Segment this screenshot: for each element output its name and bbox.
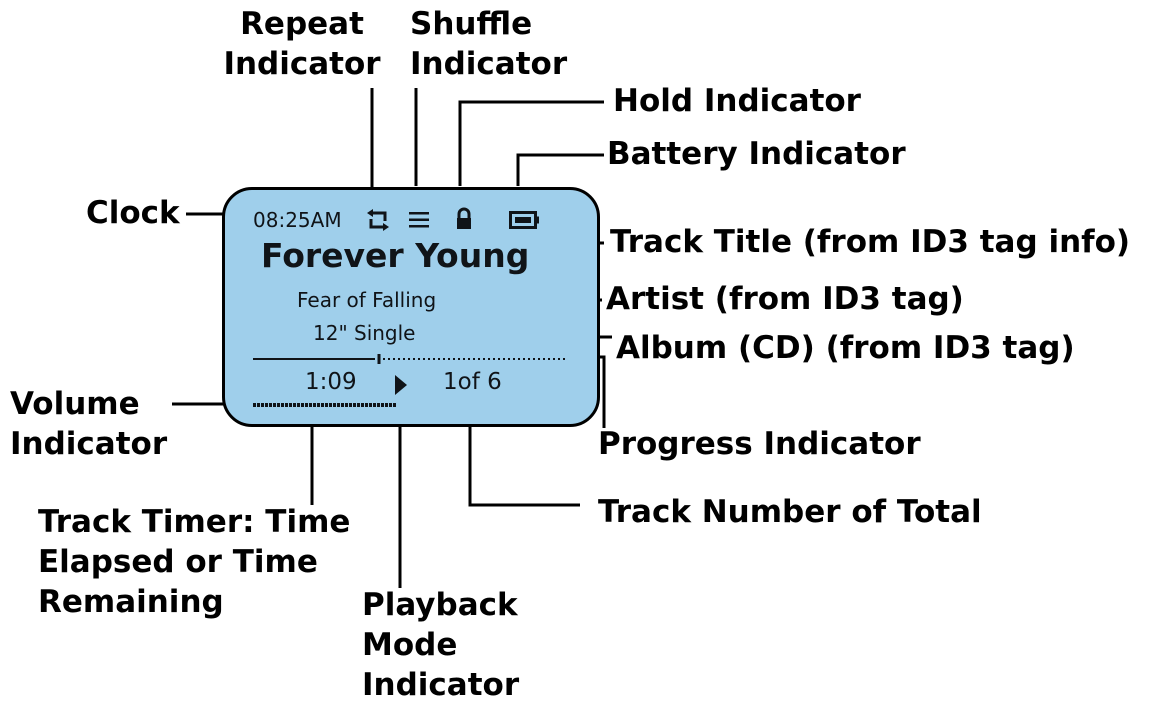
battery-leader	[516, 153, 604, 186]
play-icon	[395, 375, 407, 395]
album-display: 12" Single	[313, 321, 416, 345]
battery-icon	[509, 211, 539, 229]
lock-icon	[457, 207, 471, 229]
lcd-screen: 08:25AM Forever Young Fear of Falling 12…	[222, 187, 600, 427]
track-number-display: 1of 6	[443, 369, 502, 395]
hold-indicator-label: Hold Indicator	[613, 83, 861, 119]
track-number-leader	[468, 392, 580, 507]
battery-indicator-label: Battery Indicator	[607, 136, 906, 172]
progress-indicator-label: Progress Indicator	[598, 426, 921, 462]
album-label: Album (CD) (from ID3 tag)	[616, 330, 1075, 366]
repeat-icon	[367, 209, 389, 231]
volume-bar	[253, 403, 397, 407]
clock-display: 08:25AM	[253, 208, 342, 232]
progress-bar	[253, 354, 568, 364]
hold-leader	[458, 100, 604, 186]
track-title-label: Track Title (from ID3 tag info)	[610, 224, 1131, 260]
clock-label: Clock	[86, 195, 180, 231]
track-title-display: Forever Young	[261, 236, 530, 275]
artist-label: Artist (from ID3 tag)	[606, 281, 964, 317]
shuffle-icon	[409, 212, 429, 228]
track-number-label: Track Number of Total	[598, 494, 982, 530]
artist-display: Fear of Falling	[297, 288, 437, 312]
track-timer-display: 1:09	[305, 369, 357, 395]
